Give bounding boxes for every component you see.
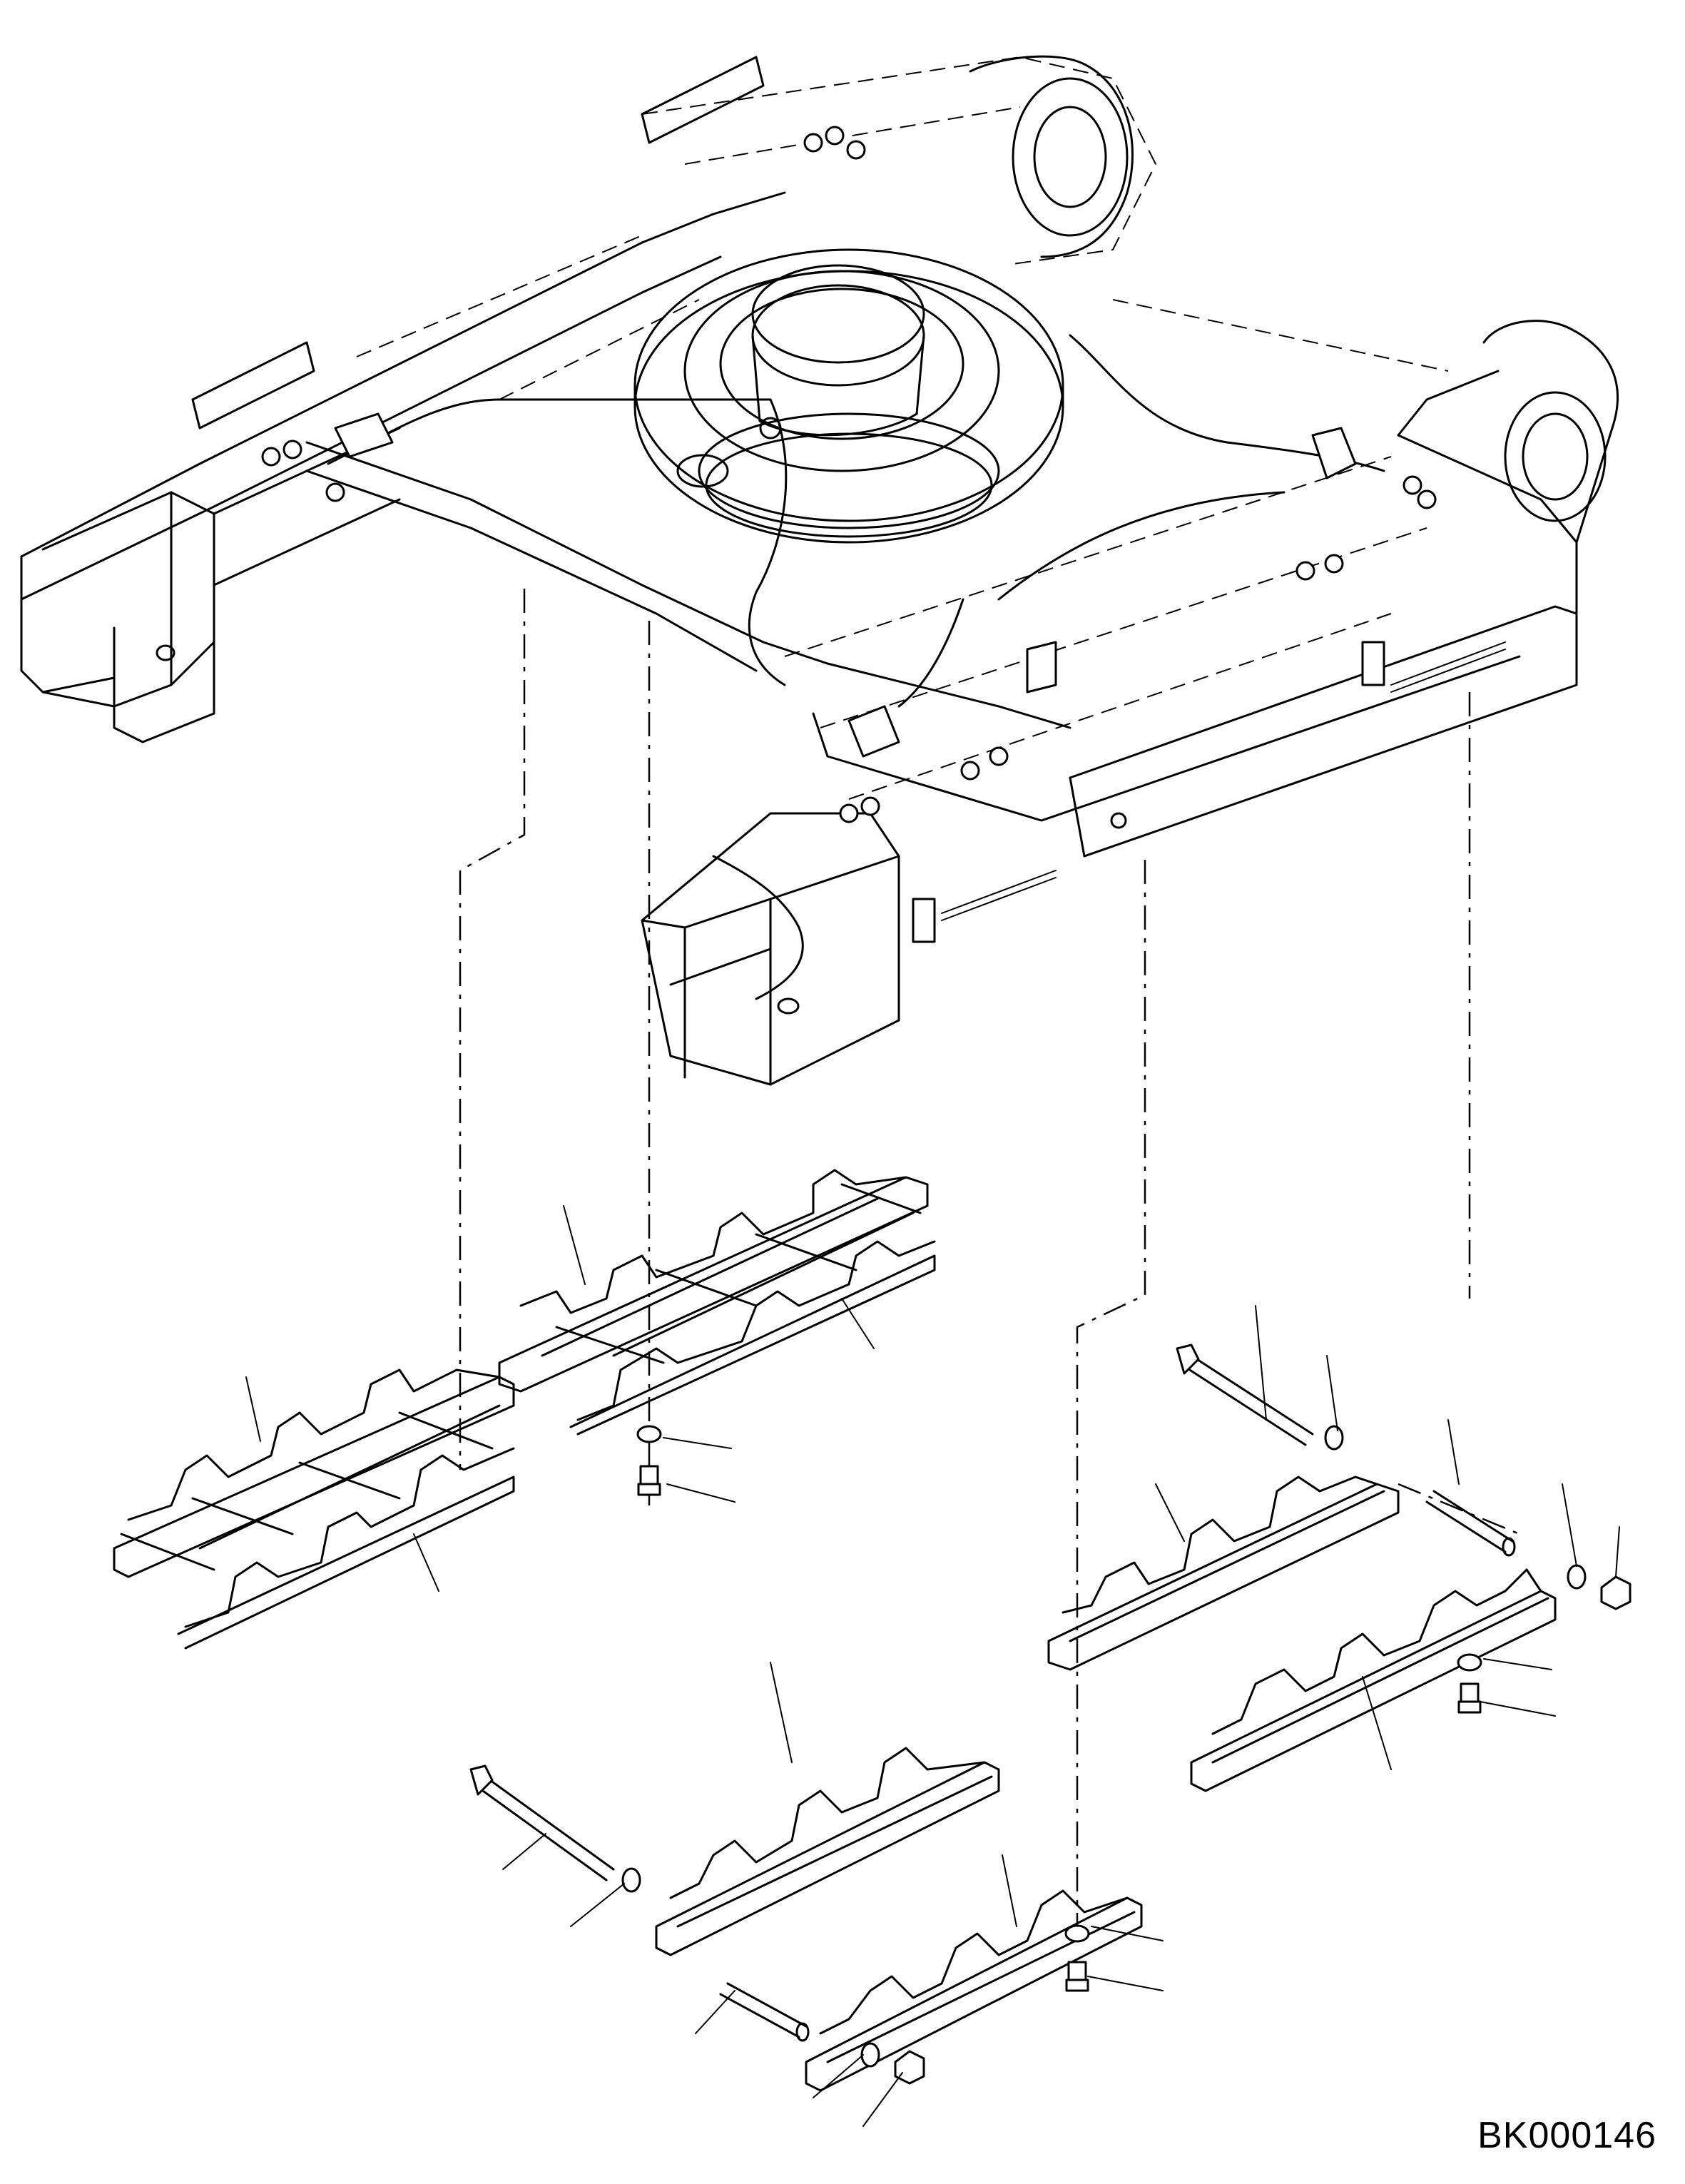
guard-pins [120,1411,494,1571]
swing-circle [633,248,1064,544]
track-guard-right-lower [1190,1568,1557,1792]
spacer-pipe [1425,1490,1516,1557]
track-guard-right-upper [1047,1476,1400,1671]
washers [621,1425,1587,2068]
spacer-pipe [719,1982,810,2042]
track-frame [20,55,1619,1086]
track-guard-center [498,1169,936,1436]
drawing-reference-code: BK000146 [1477,2115,1656,2156]
alignment-lines [459,589,1520,1941]
long-bolt [1176,1344,1314,1446]
callout-leaders [245,1205,1620,2127]
long-bolt [469,1764,615,1881]
track-guard-front-upper [655,1747,1000,1956]
nuts [894,1575,1631,2085]
mounting-bolts [637,1465,1482,1992]
track-guard-left [113,1368,515,1650]
guard-pins [555,1183,922,1364]
frame-bolts [261,126,1437,823]
